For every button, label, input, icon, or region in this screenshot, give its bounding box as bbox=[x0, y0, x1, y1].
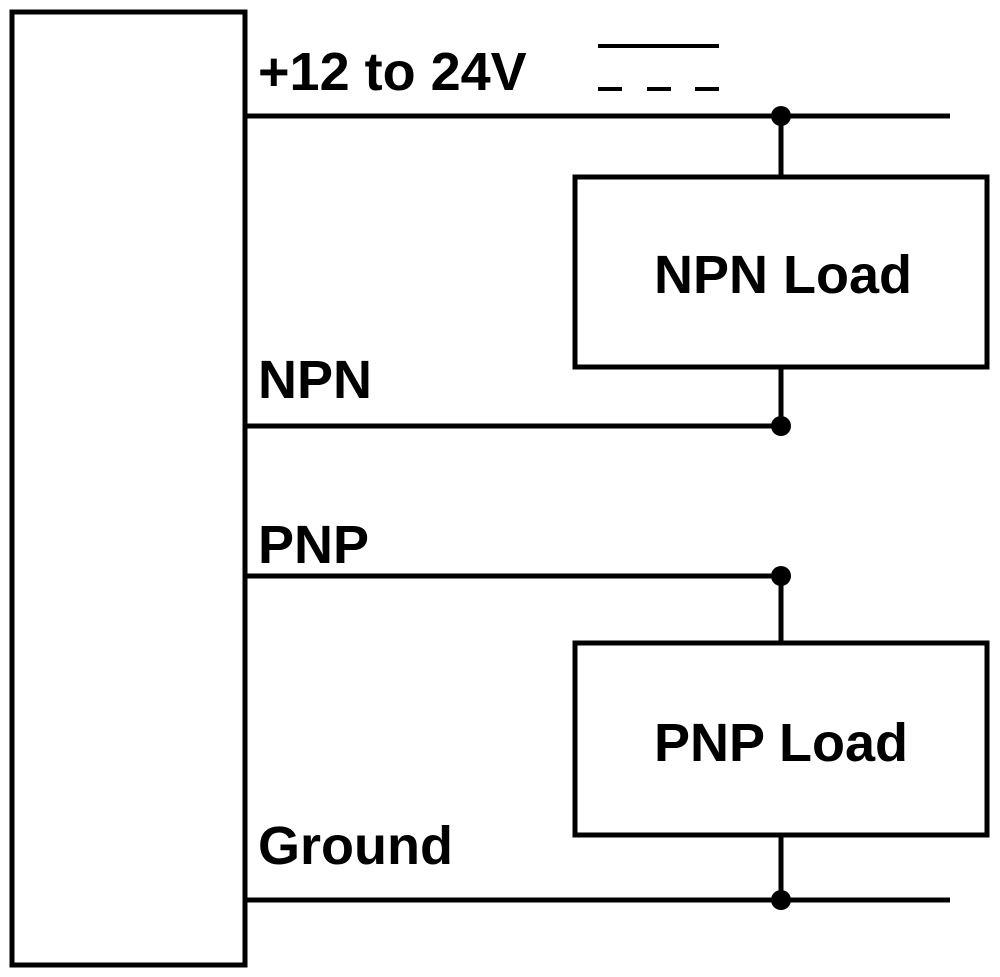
pnp-label: PNP bbox=[258, 515, 369, 575]
npn-load-label: NPN Load bbox=[654, 245, 912, 305]
sensor-body bbox=[9, 9, 248, 968]
pnp-load-label: PNP Load bbox=[654, 713, 908, 773]
supply-label: +12 to 24V bbox=[258, 42, 527, 102]
npn-load-box bbox=[572, 174, 990, 370]
npn-junction bbox=[771, 416, 791, 436]
npn-label: NPN bbox=[258, 350, 372, 410]
dc-voltage-icon bbox=[598, 44, 719, 91]
ground-junction bbox=[771, 890, 791, 910]
pnp-load-box bbox=[572, 640, 990, 838]
ground-label: Ground bbox=[258, 816, 453, 876]
